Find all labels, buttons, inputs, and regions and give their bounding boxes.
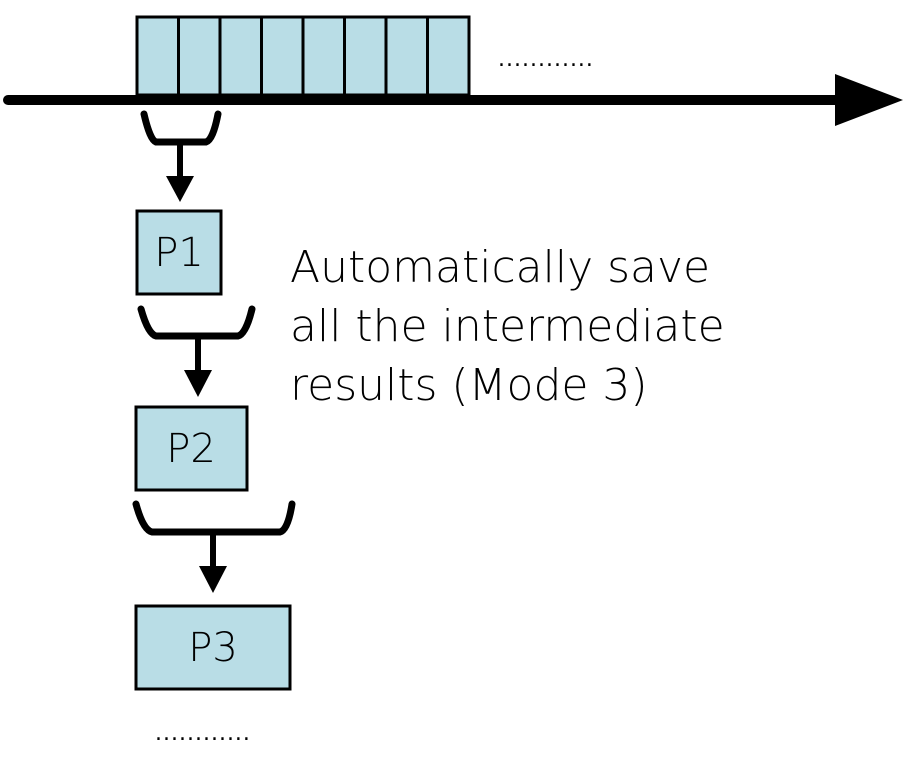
arrow-2-head xyxy=(184,370,212,397)
process-box-p2: P2 xyxy=(134,405,249,492)
p2-box xyxy=(134,405,249,492)
note-line-2: all the intermediate xyxy=(290,301,725,352)
buffer-cell xyxy=(384,15,429,97)
p2-label: P2 xyxy=(166,426,216,472)
brace-2 xyxy=(137,305,256,340)
process-box-p1: P1 xyxy=(135,209,223,296)
p1-label: P1 xyxy=(154,230,204,276)
bottom-ellipsis: ............ xyxy=(155,721,251,746)
p3-box xyxy=(134,604,292,691)
p1-box xyxy=(135,209,223,296)
buffer-cell xyxy=(301,15,346,97)
brace-1 xyxy=(140,110,222,146)
brace-3 xyxy=(132,500,296,536)
brace-to-p2 xyxy=(137,305,256,397)
timeline-arrow xyxy=(3,74,903,126)
note-line-1: Automatically save xyxy=(290,242,711,293)
buffer-cell xyxy=(135,15,180,97)
buffer-cell xyxy=(343,15,388,97)
brace-to-p1 xyxy=(140,110,222,202)
arrow-1-head xyxy=(166,176,194,202)
buffer-cell xyxy=(426,15,471,97)
buffer-ellipsis: ............ xyxy=(498,47,594,72)
p3-label: P3 xyxy=(188,625,238,671)
buffer-cell xyxy=(260,15,305,97)
process-box-p3: P3 xyxy=(134,604,292,691)
brace-to-p3 xyxy=(132,500,296,593)
arrow-3-head xyxy=(199,566,227,593)
timeline-arrowhead xyxy=(835,74,903,126)
mode-note: Automatically save all the intermediate … xyxy=(290,238,810,415)
buffer-cells xyxy=(135,15,471,97)
note-line-3: results (Mode 3) xyxy=(290,360,648,411)
buffer-cell xyxy=(218,15,263,97)
buffer-cell xyxy=(177,15,222,97)
